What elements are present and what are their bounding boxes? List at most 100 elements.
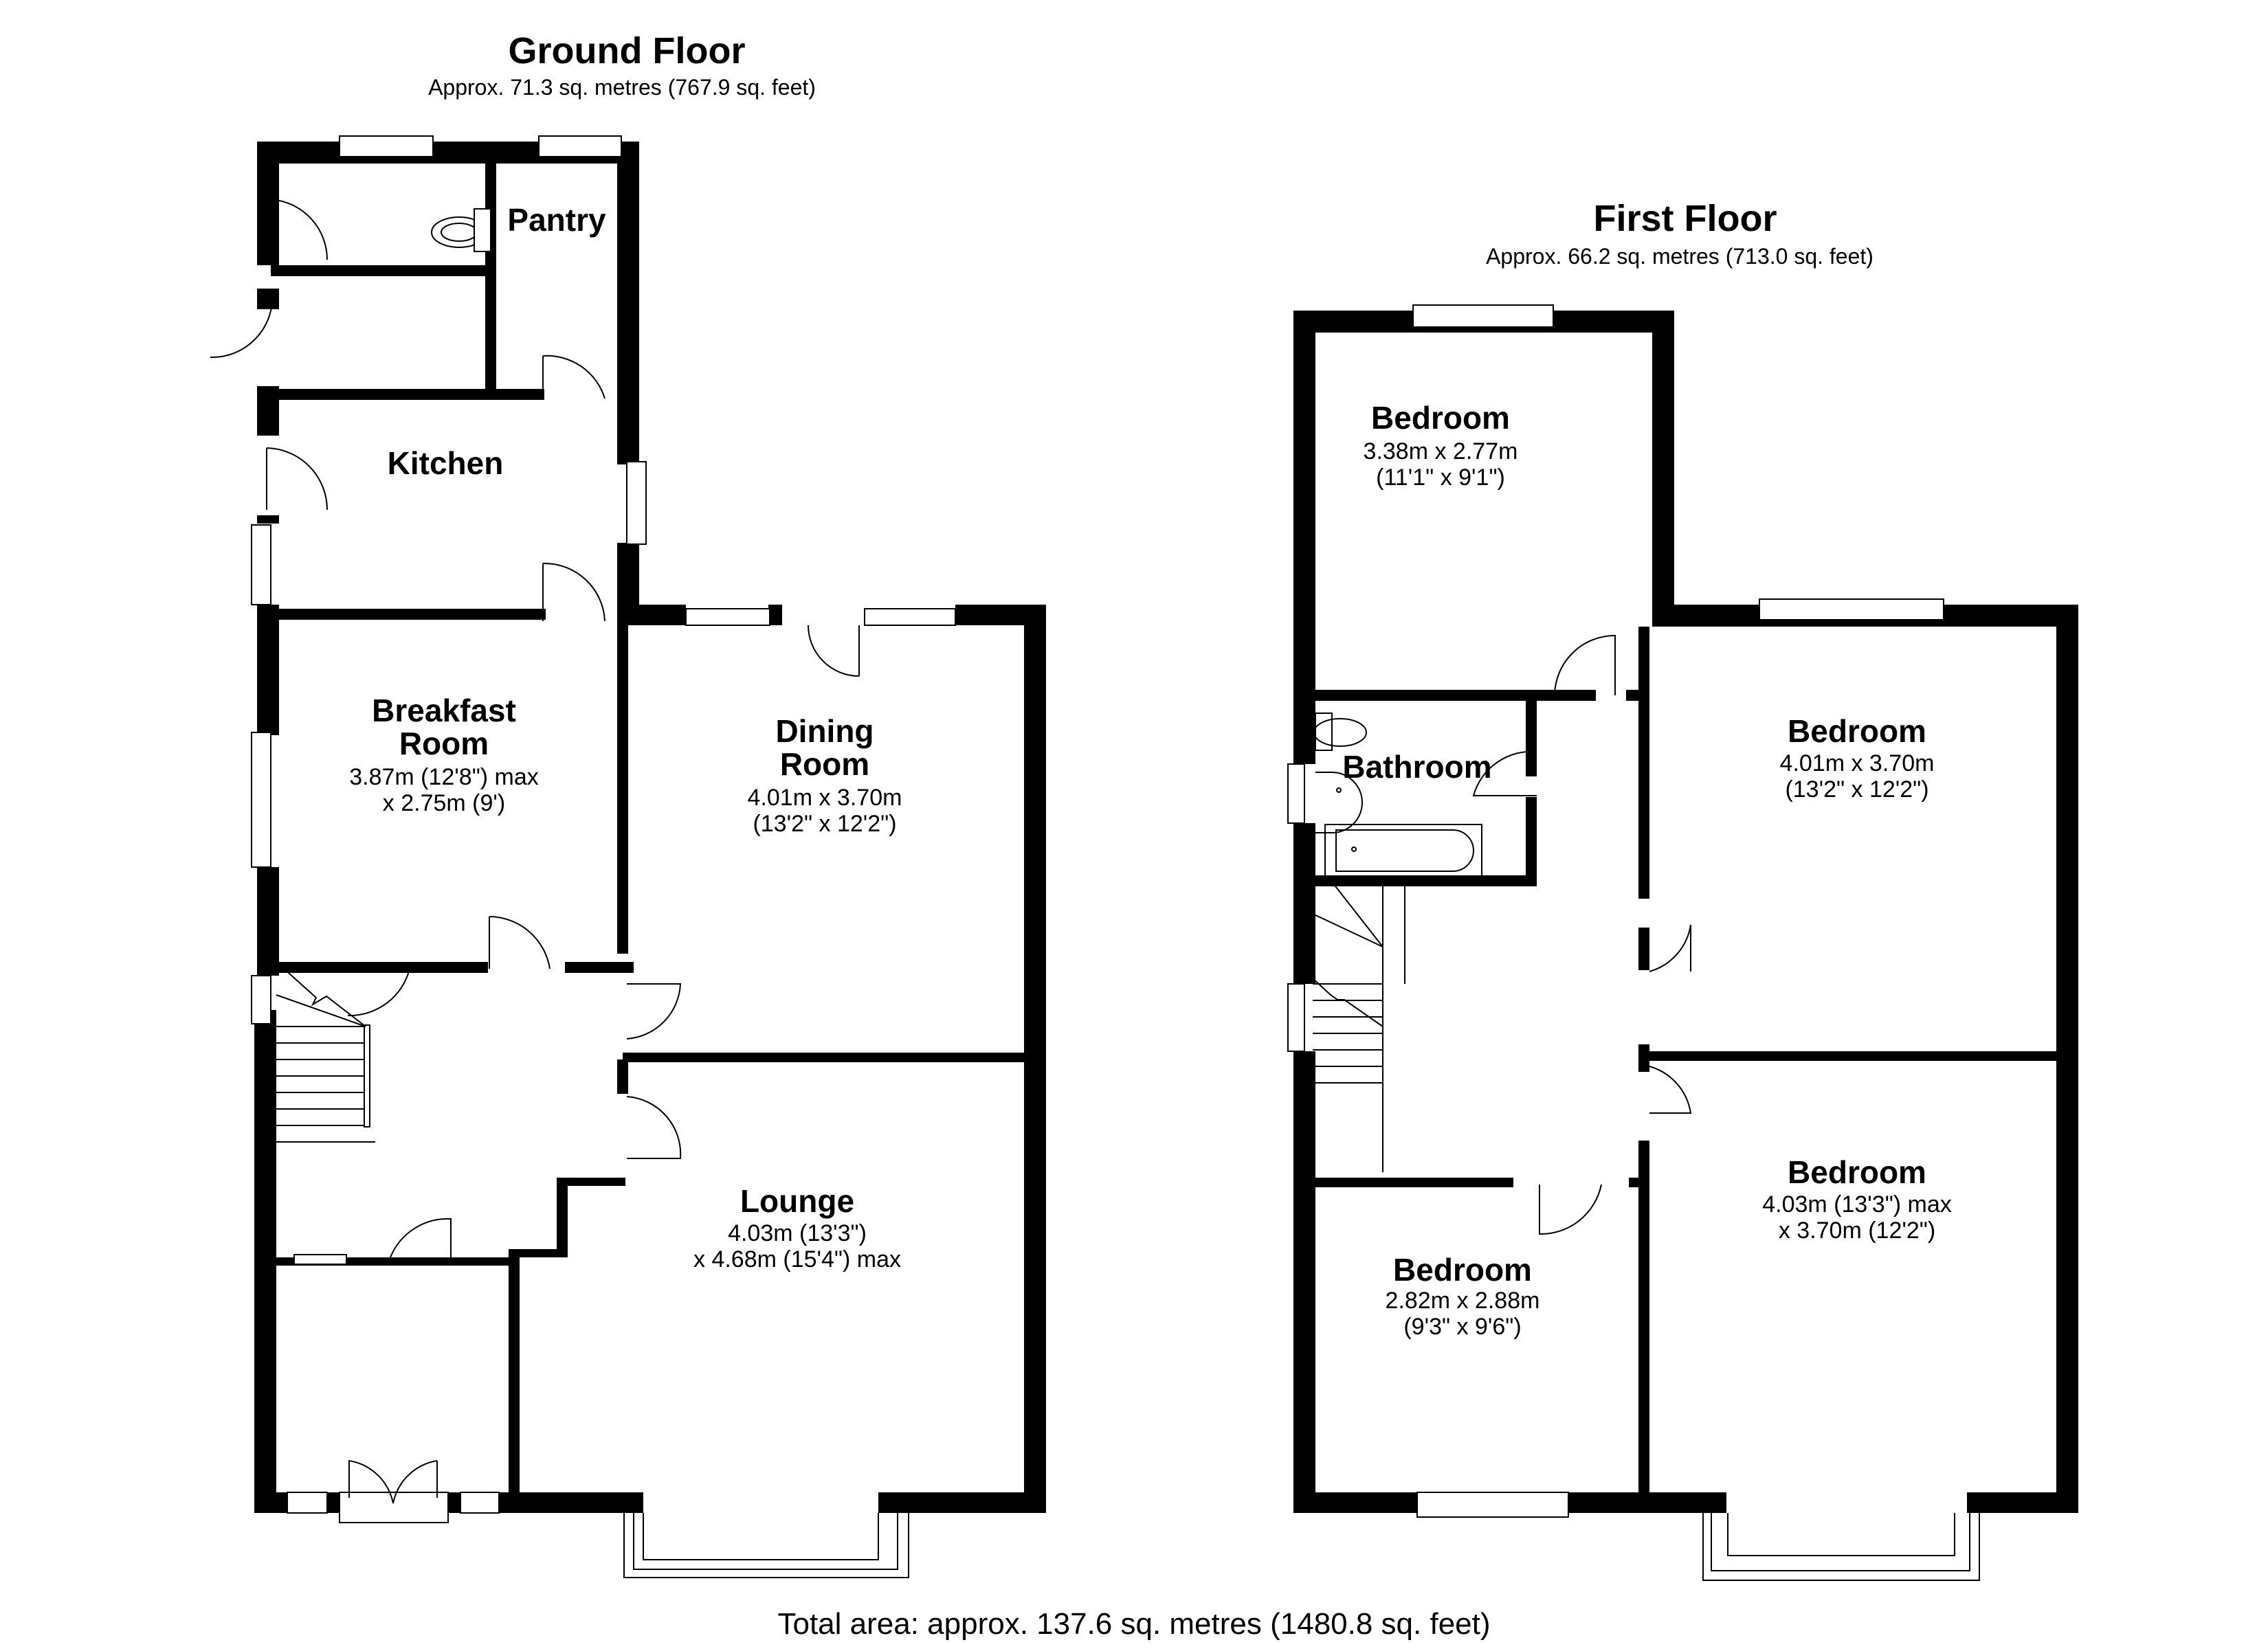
toilet-icon [431,208,491,252]
door-bathroom[interactable] [1472,750,1537,796]
wall [271,962,488,973]
door-breakfast[interactable] [542,562,605,622]
bay-window [623,1513,909,1578]
wall [257,515,279,524]
door-wc[interactable] [266,199,328,260]
wall [1526,797,1537,884]
door-understairs[interactable] [347,968,411,1017]
bay-window [1702,1513,1980,1581]
room-label-dining-2: Room [780,746,869,782]
window [293,1254,347,1265]
front-door[interactable] [348,1459,438,1504]
door-dining-garden[interactable] [808,625,860,677]
wall [448,1492,460,1513]
first-floor-area: Approx. 66.2 sq. metres (713.0 sq. feet) [1486,244,1874,269]
staircase [276,961,375,1143]
door-bedroom-front-right[interactable] [1649,1066,1692,1114]
wall [509,1492,643,1513]
room-dim-bedroom-front-right-2: x 3.70m (12'2") [1779,1218,1935,1244]
door-kitchen-side[interactable] [266,447,328,511]
wall [617,610,628,954]
wall [768,605,782,625]
bath-icon [1335,829,1474,872]
room-label-breakfast-2: Room [399,726,489,761]
wall [1648,1051,2071,1061]
ground-floor: Ground Floor Approx. 71.3 sq. metres (76… [210,30,1046,1578]
front-door-frame [339,1492,449,1523]
wall [254,1492,287,1513]
room-dim-dining-2: (13'2" x 12'2") [753,811,896,837]
wall [271,609,546,620]
wall [1638,928,1649,970]
sink-icon [1315,772,1363,833]
wall [557,1178,625,1186]
room-dim-bedroom-rear-right-2: (13'2" x 12'2") [1785,776,1928,803]
door-breakfast-hall[interactable] [489,916,551,969]
wall [257,142,279,265]
wall [617,142,639,464]
wall [271,265,491,276]
window [251,524,271,605]
ground-floor-area: Approx. 71.3 sq. metres (767.9 sq. feet) [428,75,816,100]
window [864,608,956,626]
window [1287,983,1305,1052]
wall [1967,1492,2078,1513]
room-label-kitchen: Kitchen [388,445,504,481]
wall [257,289,279,309]
window [685,608,770,626]
window [1412,304,1554,328]
bathroom-fixtures [1313,713,1482,877]
wall [509,1249,520,1513]
wall [617,605,686,625]
door-lounge-hall[interactable] [626,1096,682,1159]
door-bedroom-rear-right[interactable] [1649,924,1691,972]
room-label-bedroom-rear-left: Bedroom [1371,400,1510,436]
door-porch-inner[interactable] [390,1218,452,1258]
door-bedroom-rear-left[interactable] [1554,634,1616,696]
wall [1293,823,1315,984]
room-label-bedroom-front-left: Bedroom [1393,1252,1532,1288]
wall [1526,694,1537,776]
wall [509,1249,568,1257]
room-label-bathroom: Bathroom [1342,749,1491,785]
window [251,975,271,1024]
window [1759,598,1944,620]
room-label-pantry: Pantry [507,202,606,238]
room-label-bedroom-front-right: Bedroom [1788,1154,1926,1190]
room-dim-breakfast-2: x 2.75m (9') [383,790,505,816]
room-dim-breakfast: 3.87m (12'8") max [349,764,539,790]
door-back[interactable] [210,291,274,359]
wall [485,158,496,400]
bay-window [643,1513,879,1560]
door-pantry[interactable] [542,355,605,399]
first-floor-title: First Floor [1594,198,1777,239]
wall [257,605,279,735]
wall [557,1178,568,1256]
wall [1629,1178,1649,1187]
wall [1638,1141,1649,1512]
door-dining-hall[interactable] [626,983,682,1040]
ground-floor-title: Ground Floor [509,30,746,71]
room-dim-bedroom-front-left: 2.82m x 2.88m [1386,1288,1540,1314]
room-dim-lounge-2: x 4.68m (15'4") max [693,1246,901,1272]
window [626,461,647,545]
room-dim-lounge: 4.03m (13'3") [728,1220,867,1246]
room-label-breakfast: Breakfast [372,693,516,728]
wall [1638,1044,1649,1072]
door-bedroom-front-left[interactable] [1539,1184,1602,1235]
window [1416,1492,1569,1518]
room-dim-dining: 4.01m x 3.70m [748,785,902,811]
wall [878,1492,1046,1513]
wall [271,389,544,400]
wall [1293,311,1315,764]
window [1287,763,1305,824]
wall [1293,1492,1417,1513]
room-dim-bedroom-front-right: 4.03m (13'3") max [1762,1191,1952,1218]
room-label-dining: Dining [775,713,874,749]
staircase [1312,883,1405,1172]
wall [617,1059,628,1094]
bay-window [1711,1513,1970,1571]
bay-window [1727,1513,1955,1556]
window [538,135,622,157]
